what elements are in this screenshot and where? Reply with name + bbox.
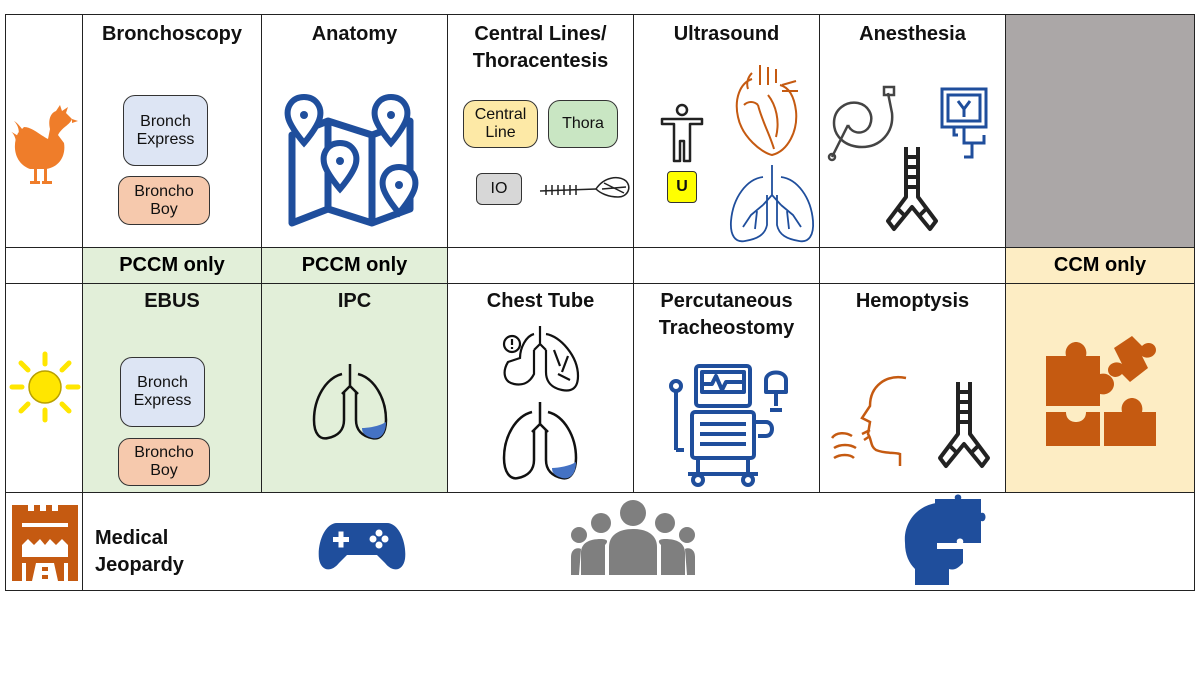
- title-anesthesia: Anesthesia: [859, 23, 966, 45]
- trachea-icon: [886, 147, 938, 231]
- band-ccm: CCM only: [1005, 247, 1195, 284]
- laryngoscope-icon: [940, 87, 988, 159]
- cell-central-lines: Central Lines/ Thoracentesis Central Lin…: [447, 14, 634, 248]
- cell-tracheostomy: Percutaneous Tracheostomy: [633, 283, 820, 493]
- title-central-1: Central Lines/: [474, 23, 607, 45]
- band-empty-3: [447, 247, 634, 284]
- band-pccm-2: PCCM only: [261, 247, 448, 284]
- person-icon: [660, 103, 704, 163]
- cell-ebus: EBUS Bronch Express Broncho Boy: [82, 283, 262, 493]
- card-bronch-express[interactable]: Bronch Express: [123, 95, 208, 166]
- title-chest-tube: Chest Tube: [486, 290, 595, 312]
- band-empty-4: [633, 247, 820, 284]
- cell-anesthesia: Anesthesia: [819, 14, 1006, 248]
- title-ipc: IPC: [337, 290, 372, 312]
- title-trach-1: Percutaneous: [660, 290, 793, 312]
- row3-jeopardy: Medical Jeopardy: [82, 492, 1195, 591]
- title-trach-2: Tracheostomy: [658, 317, 795, 339]
- cell-ipc: IPC: [261, 283, 448, 493]
- group-icon: [571, 500, 695, 575]
- card-broncho-boy-2[interactable]: Broncho Boy: [118, 438, 210, 486]
- heart-icon: [735, 65, 798, 157]
- row2-icon-cell: [5, 283, 83, 493]
- card-central-line[interactable]: Central Line: [463, 100, 538, 148]
- gamepad-icon[interactable]: [317, 517, 407, 573]
- ventilator-icon: [669, 364, 788, 487]
- lungs-icon: [730, 165, 814, 243]
- cell-hemoptysis: Hemoptysis: [819, 283, 1006, 493]
- activity-grid: Bronchoscopy Bronch Express Broncho Boy …: [5, 14, 1195, 591]
- catheter-icon: [539, 176, 630, 198]
- row3-icon-cell: [5, 492, 83, 591]
- rooster-icon: [10, 105, 78, 184]
- cell-chest-tube: Chest Tube: [447, 283, 634, 493]
- castle-icon: [12, 505, 78, 581]
- lung-ipc-icon: [312, 364, 388, 440]
- cell-anatomy: Anatomy: [261, 14, 448, 248]
- title-ebus: EBUS: [144, 290, 200, 312]
- card-thora[interactable]: Thora: [548, 100, 618, 148]
- title-hemoptysis: Hemoptysis: [855, 290, 970, 312]
- card-io[interactable]: IO: [476, 173, 522, 205]
- tube-icon: [827, 85, 896, 162]
- title-ultrasound: Ultrasound: [673, 23, 780, 45]
- cell-grey-empty: [1005, 14, 1195, 248]
- card-u[interactable]: U: [667, 171, 697, 203]
- band-pccm-1: PCCM only: [82, 247, 262, 284]
- trachea-icon-2: [938, 382, 990, 468]
- sun-icon: [9, 351, 81, 423]
- label-jeopardy: Jeopardy: [95, 554, 184, 576]
- lung-tube-icon: [502, 402, 578, 480]
- title-anatomy: Anatomy: [311, 23, 398, 45]
- head-puzzle-icon: [904, 494, 986, 585]
- face-cough-icon: [830, 375, 907, 466]
- row1-icon-cell: [5, 14, 83, 248]
- puzzle-icon: [1046, 336, 1156, 446]
- title-bronchoscopy: Bronchoscopy: [101, 23, 243, 45]
- pneumothorax-icon: [502, 326, 580, 392]
- map-icon: [284, 93, 419, 227]
- title-central-2: Thoracentesis: [472, 50, 609, 72]
- cell-bronchoscopy: Bronchoscopy Bronch Express Broncho Boy: [82, 14, 262, 248]
- card-bronch-express-2[interactable]: Bronch Express: [120, 357, 205, 427]
- label-medical: Medical: [95, 527, 169, 549]
- cell-ccm-puzzle: [1005, 283, 1195, 493]
- cell-ultrasound: Ultrasound U: [633, 14, 820, 248]
- card-broncho-boy[interactable]: Broncho Boy: [118, 176, 210, 225]
- band-empty-5: [819, 247, 1006, 284]
- band-empty-0: [5, 247, 83, 284]
